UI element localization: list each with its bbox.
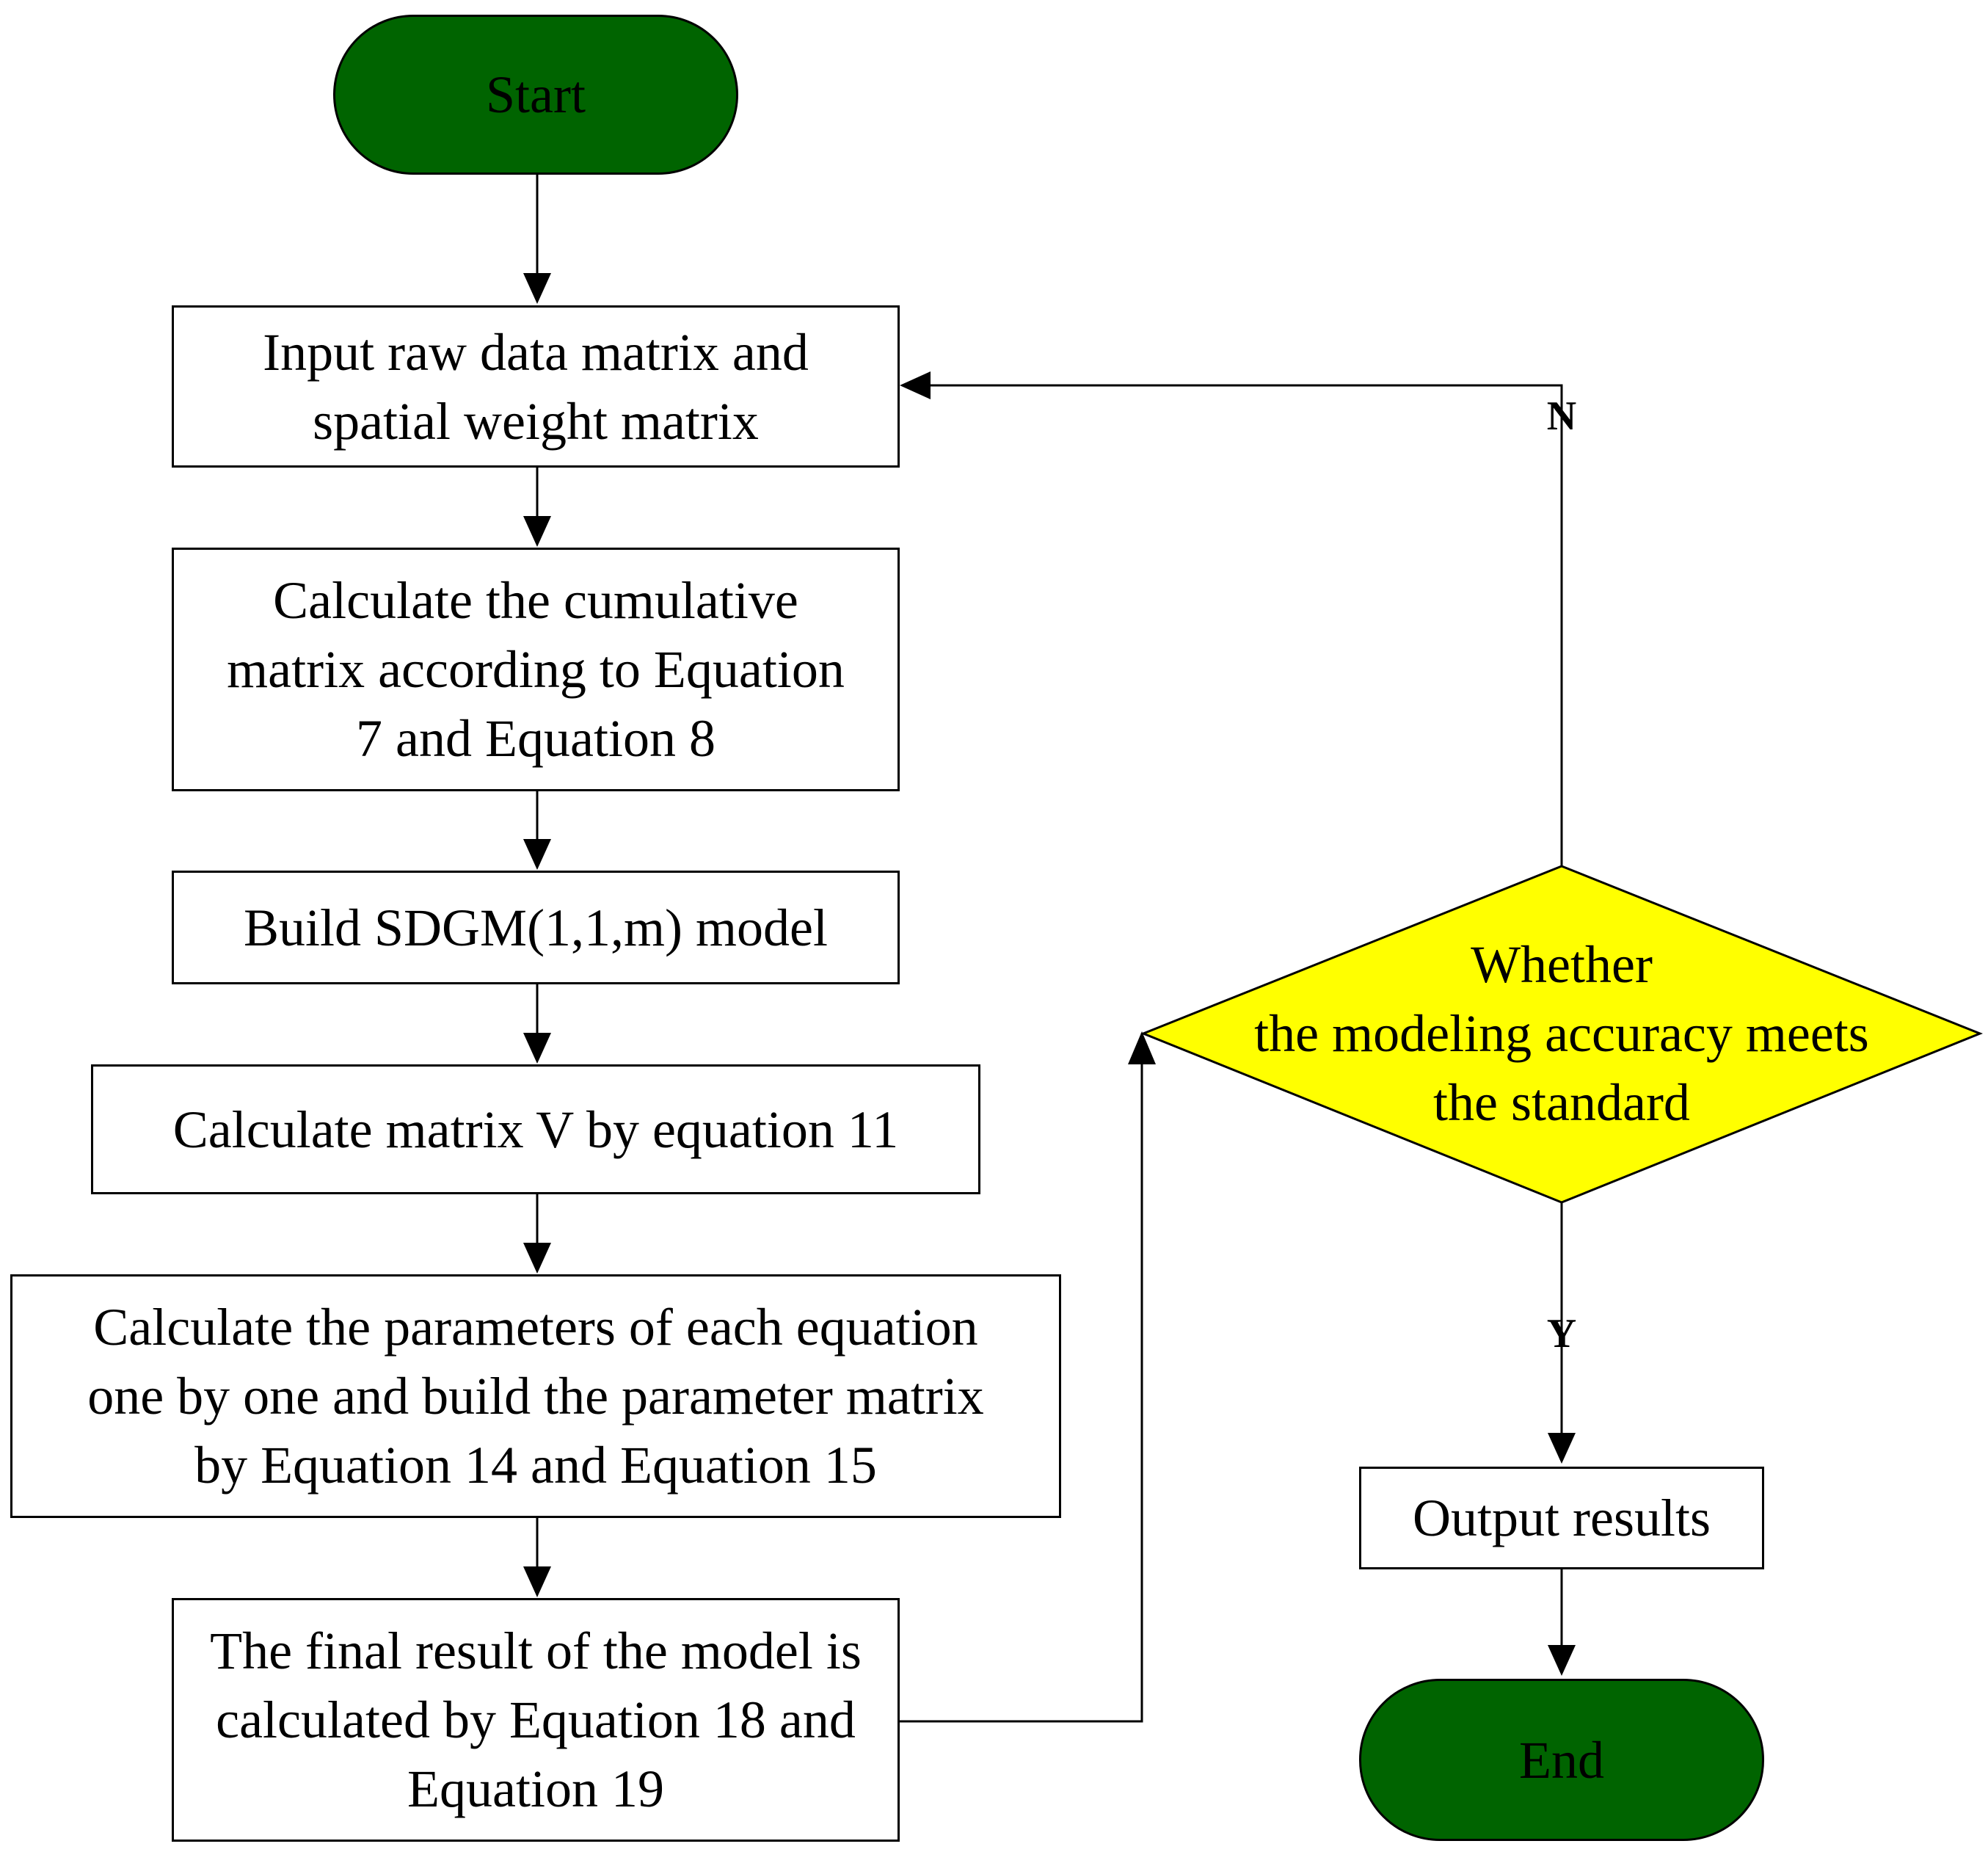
final-result-label: The final result of the model is calcula… — [210, 1622, 862, 1818]
arrowhead-final — [523, 1566, 551, 1597]
input-data-step: Input raw data matrix and spatial weight… — [172, 305, 900, 468]
output-results-step: Output results — [1359, 1467, 1764, 1569]
decision-text: Whether the modeling accuracy meets the … — [1174, 918, 1949, 1150]
parameters-step: Calculate the parameters of each equatio… — [10, 1274, 1061, 1518]
arrow-decision-no-to-input — [903, 384, 1563, 866]
cumulative-matrix-label: Calculate the cumulative matrix accordin… — [227, 571, 845, 768]
arrowhead-build — [523, 839, 551, 870]
final-result-step: The final result of the model is calcula… — [172, 1598, 900, 1842]
arrow-final-to-decision — [900, 1042, 1143, 1723]
arrowhead-end — [1548, 1645, 1576, 1676]
build-model-step: Build SDGM(1,1,m) model — [172, 871, 900, 984]
end-terminal: End — [1359, 1679, 1764, 1841]
decision-label: Whether the modeling accuracy meets the … — [1254, 935, 1869, 1132]
start-terminal: Start — [333, 15, 738, 175]
cumulative-matrix-step: Calculate the cumulative matrix accordin… — [172, 548, 900, 791]
arrowhead-parameters — [523, 1243, 551, 1274]
build-model-label: Build SDGM(1,1,m) model — [243, 898, 828, 957]
edge-label-yes: Y — [1546, 1311, 1577, 1357]
parameters-label: Calculate the parameters of each equatio… — [87, 1298, 984, 1495]
end-label: End — [1519, 1730, 1604, 1790]
matrix-v-label: Calculate matrix V by equation 11 — [172, 1100, 899, 1159]
start-label: Start — [486, 65, 586, 124]
arrowhead-matrix-v — [523, 1033, 551, 1064]
output-results-label: Output results — [1413, 1489, 1711, 1547]
arrowhead-output — [1548, 1433, 1576, 1464]
arrowhead-cumulative — [523, 516, 551, 547]
arrowhead-decision-left — [1128, 1031, 1156, 1064]
matrix-v-step: Calculate matrix V by equation 11 — [91, 1064, 980, 1194]
edge-label-no: N — [1546, 393, 1577, 439]
arrowhead-input-right — [900, 371, 931, 399]
input-data-label: Input raw data matrix and spatial weight… — [263, 322, 809, 451]
arrowhead-input — [523, 273, 551, 304]
